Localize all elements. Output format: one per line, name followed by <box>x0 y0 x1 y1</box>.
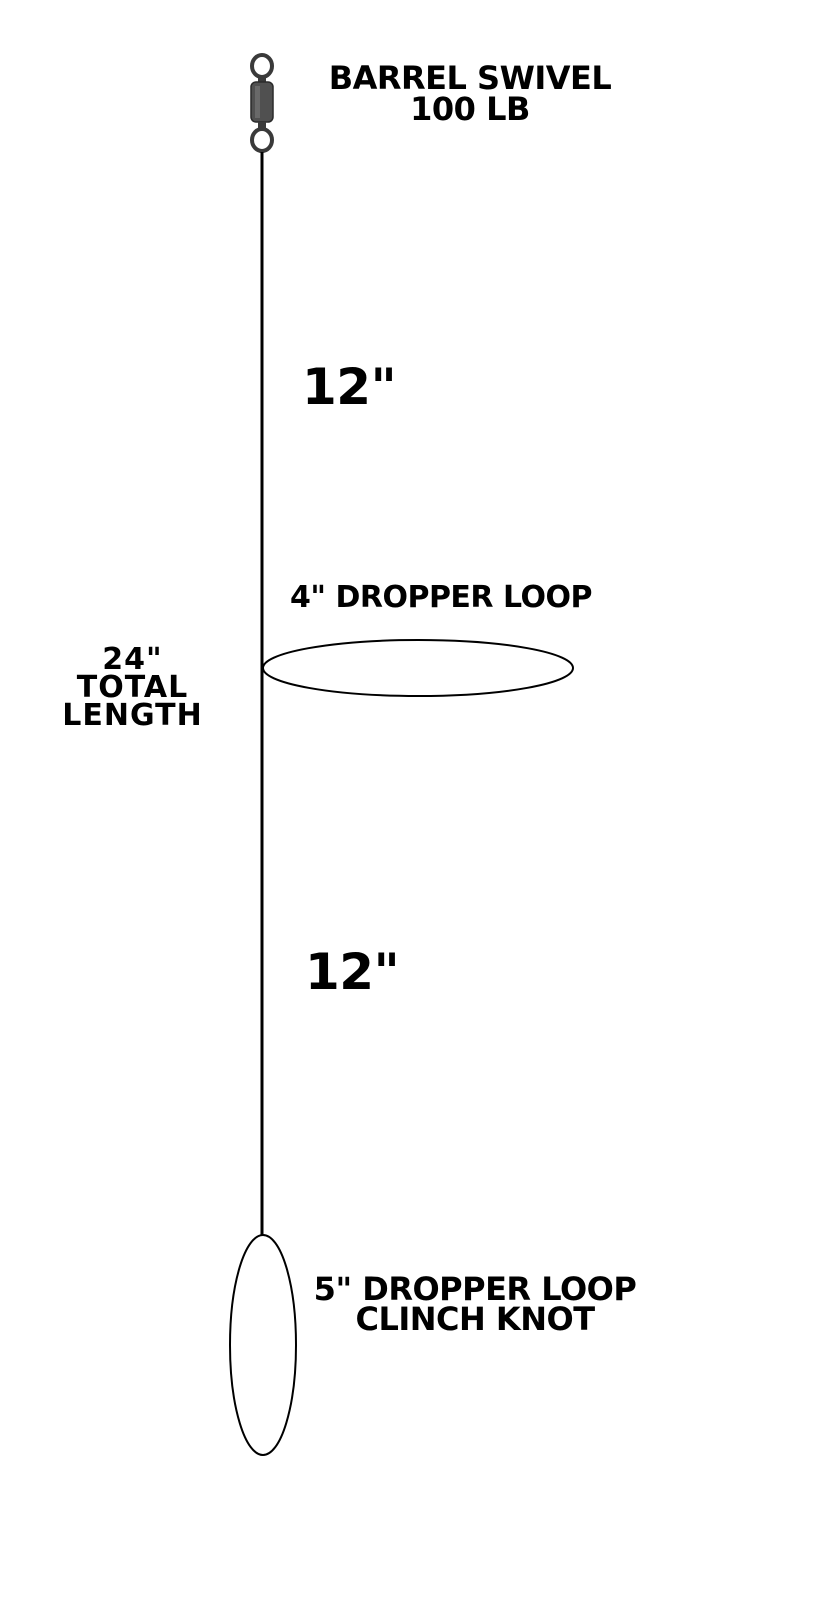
swivel-label-line1: BARREL SWIVEL <box>328 59 612 97</box>
lower-segment-length: 12" <box>305 943 400 1001</box>
upper-segment-length: 12" <box>302 358 397 416</box>
swivel-label-line2: 100 LB <box>410 90 530 128</box>
barrel-swivel-icon <box>250 53 274 153</box>
total-length-value: 24" <box>102 642 163 677</box>
dropper-loop-4in-label: 4" DROPPER LOOP <box>290 580 593 615</box>
dropper-loop-5in <box>229 1234 297 1456</box>
total-length-label: 24" TOTAL LENGTH <box>30 645 235 731</box>
dropper-loop-5in-line2: CLINCH KNOT <box>355 1300 595 1338</box>
dropper-loop-5in-label: 5" DROPPER LOOP CLINCH KNOT <box>300 1273 650 1335</box>
dropper-loop-4in <box>262 639 574 697</box>
dropper-loop-5in-line1: 5" DROPPER LOOP <box>313 1270 637 1308</box>
swivel-label: BARREL SWIVEL 100 LB <box>300 62 640 125</box>
total-length-line2: TOTAL <box>76 670 189 705</box>
total-length-line3: LENGTH <box>62 698 203 733</box>
